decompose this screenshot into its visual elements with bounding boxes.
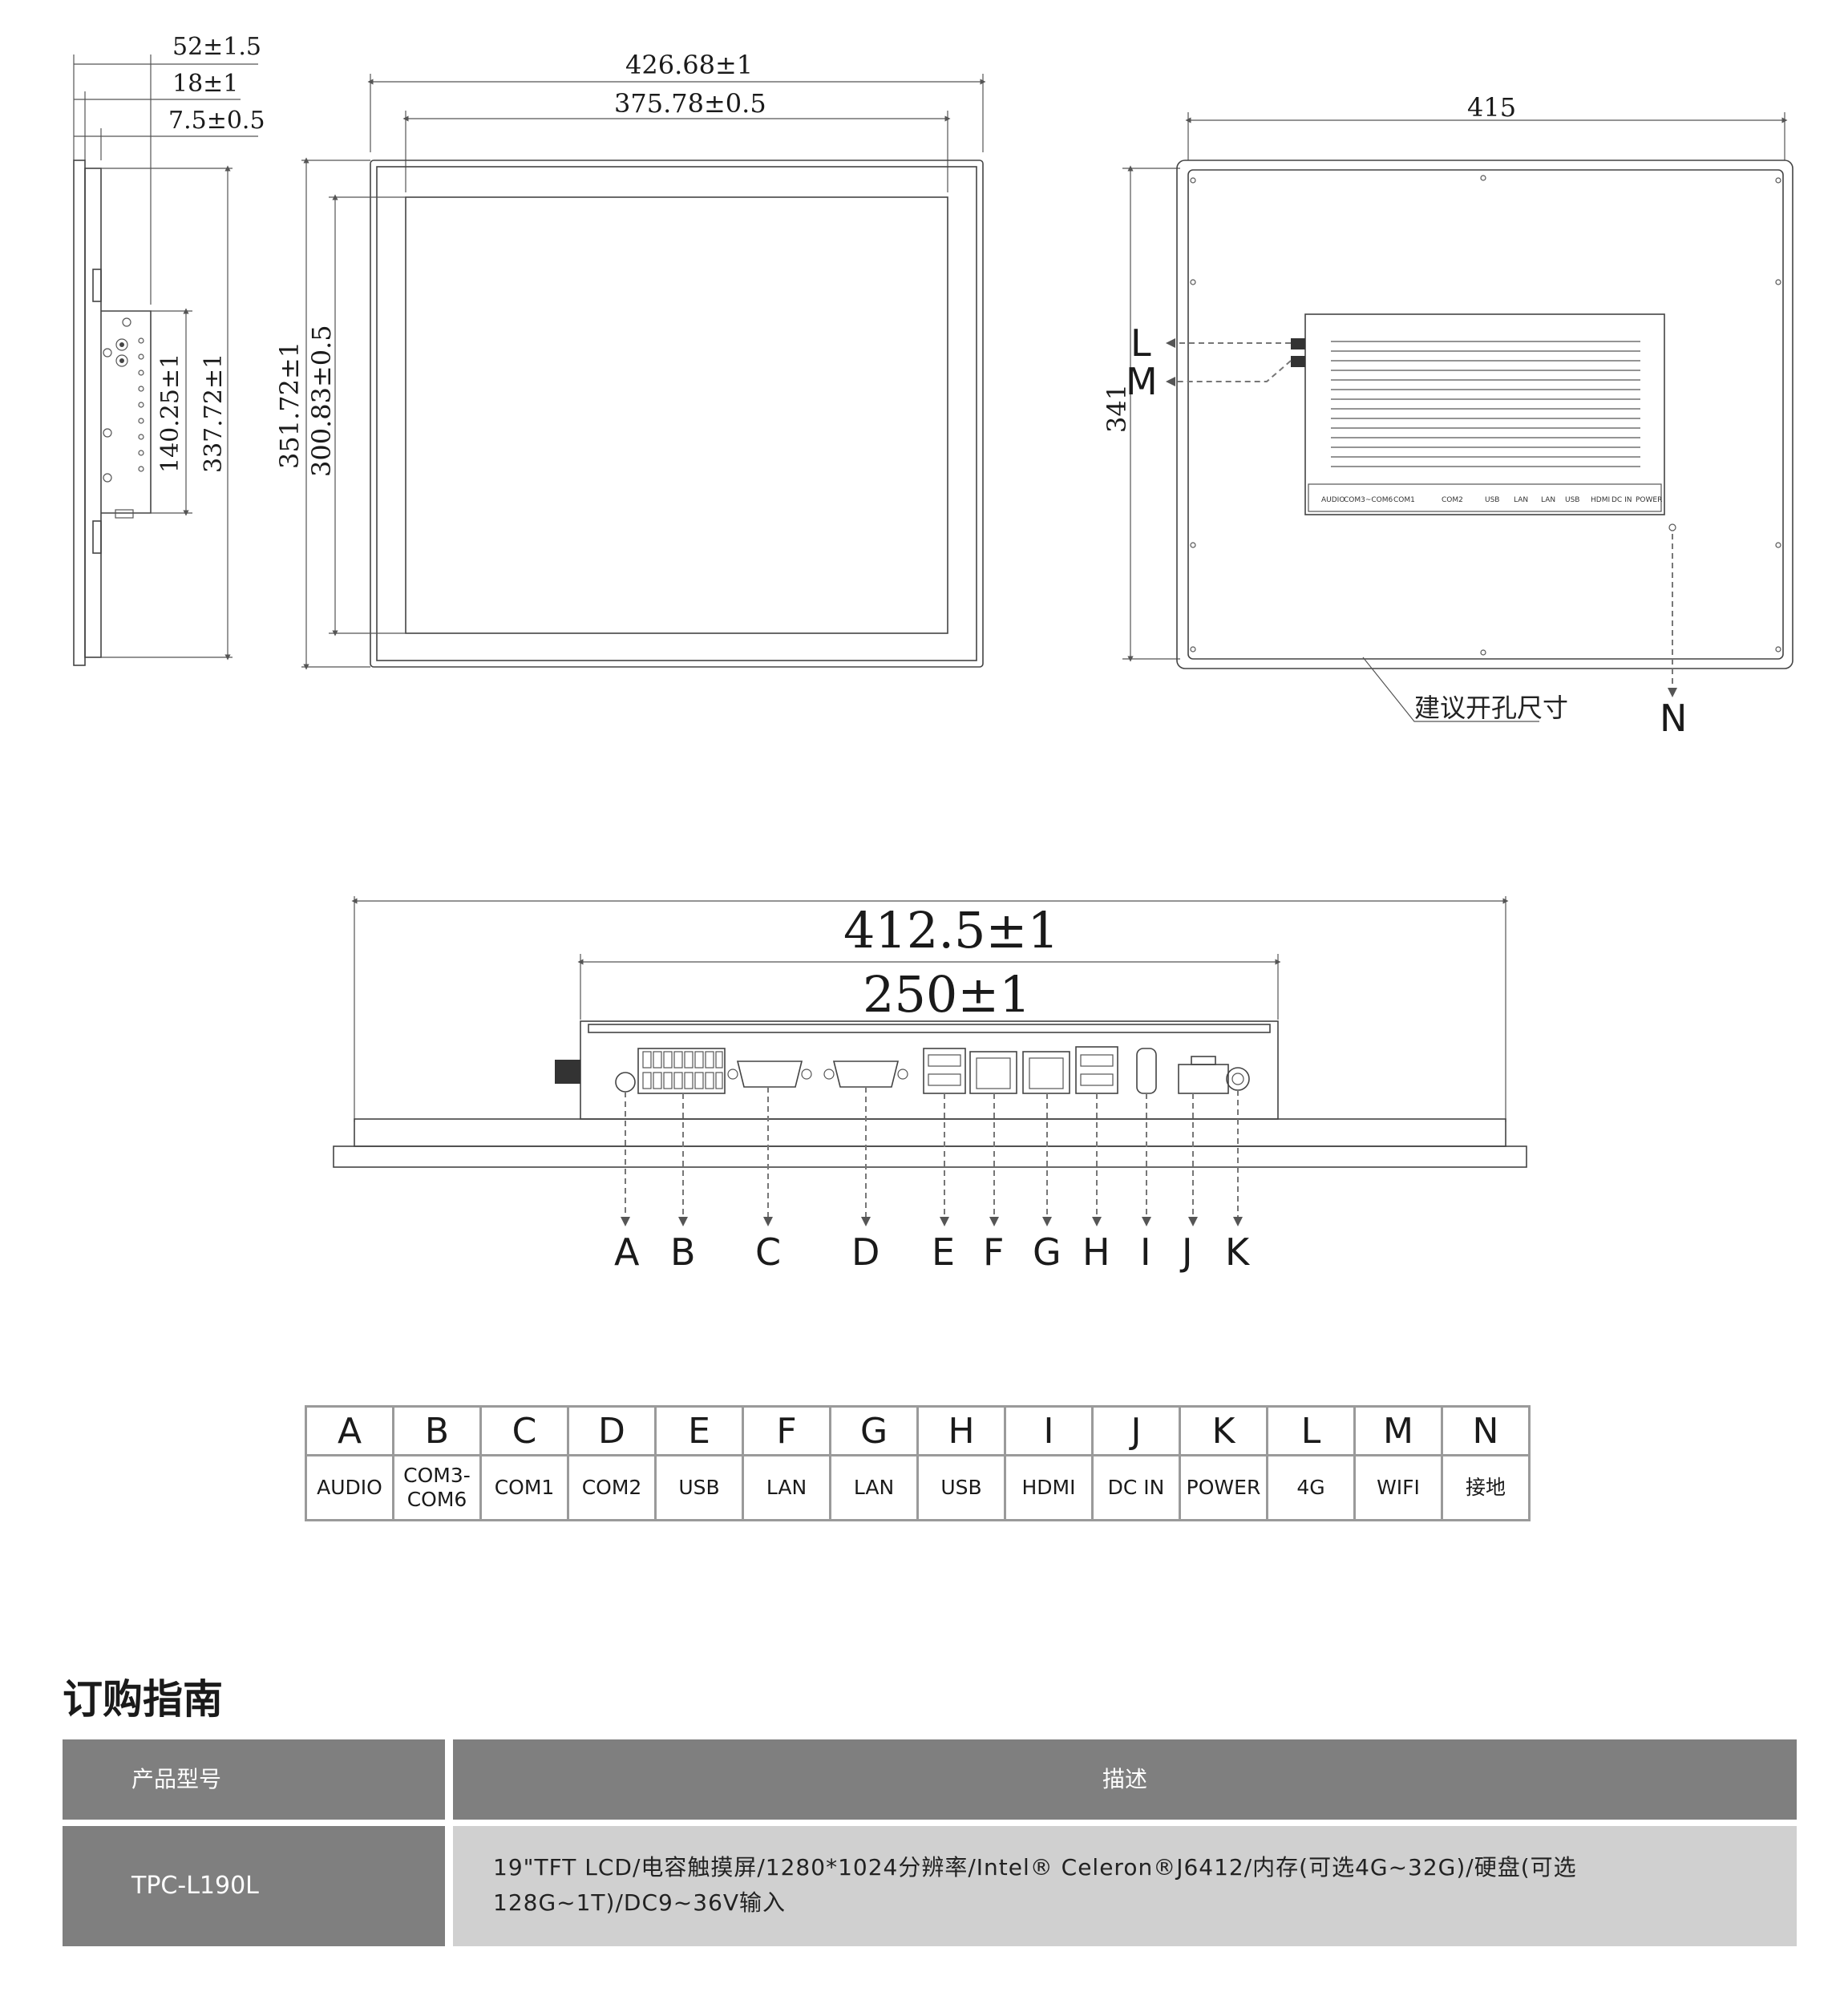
port-letter: J — [1091, 1405, 1181, 1456]
back-port-com1: COM1 — [1393, 496, 1415, 504]
dim-front-w-inner: 375.78±0.5 — [614, 88, 766, 119]
dim-side-mid: 18±1 — [172, 70, 238, 98]
port-letter: G — [829, 1405, 919, 1456]
back-port-lan1: LAN — [1514, 496, 1528, 504]
bottom-view: 412.5±1 250±1 — [333, 896, 1527, 1274]
port-name: COM3- COM6 — [392, 1454, 482, 1521]
callout-c: C — [755, 1230, 781, 1274]
port-name: AUDIO — [305, 1454, 394, 1521]
back-port-com2: COM2 — [1442, 496, 1463, 504]
dim-front-h-inner: 300.83±0.5 — [306, 325, 337, 477]
callout-e: E — [932, 1230, 955, 1274]
port-name: DC IN — [1091, 1454, 1181, 1521]
callout-n: N — [1660, 697, 1687, 740]
port-letter: N — [1441, 1405, 1531, 1456]
port-table-names: AUDIO COM3- COM6 COM1 COM2 USB LAN LAN U… — [305, 1454, 1531, 1521]
port-letter: I — [1004, 1405, 1094, 1456]
dim-back-h: 341 — [1102, 384, 1132, 433]
port-table: A B C D E F G H I J K L M N AUDIO COM3- … — [305, 1405, 1531, 1521]
back-port-usb2: USB — [1565, 496, 1579, 504]
port-name: LAN — [829, 1454, 919, 1521]
dim-bottom-w-outer: 412.5±1 — [843, 901, 1059, 960]
callout-k: K — [1225, 1230, 1251, 1274]
dim-side-front: 7.5±0.5 — [168, 107, 265, 135]
back-port-hdmi: HDMI — [1591, 496, 1610, 504]
port-letter: M — [1353, 1405, 1443, 1456]
port-letter: C — [479, 1405, 569, 1456]
port-name: 接地 — [1441, 1454, 1531, 1521]
dim-back-w: 415 — [1467, 92, 1516, 123]
back-port-dcin: DC IN — [1611, 496, 1632, 504]
dim-front-w-outer: 426.68±1 — [625, 50, 753, 80]
dim-side-depth: 52±1.5 — [172, 33, 261, 61]
port-letter: E — [654, 1405, 744, 1456]
port-name: COM2 — [567, 1454, 657, 1521]
port-name: POWER — [1179, 1454, 1268, 1521]
callout-f: F — [983, 1230, 1004, 1274]
header-model: 产品型号 — [63, 1739, 445, 1820]
dim-side-h2: 337.72±1 — [200, 354, 228, 473]
port-name: USB — [916, 1454, 1006, 1521]
port-letter: B — [392, 1405, 482, 1456]
dim-bottom-w-inner: 250±1 — [863, 965, 1031, 1024]
callout-letters: A B C D E F G H I J K — [614, 1230, 1251, 1274]
port-letter: K — [1179, 1405, 1268, 1456]
ordering-title: 订购指南 — [63, 1676, 223, 1723]
port-name: 4G — [1266, 1454, 1356, 1521]
port-letter: F — [742, 1405, 831, 1456]
port-letter: A — [305, 1405, 394, 1456]
port-letter: H — [916, 1405, 1006, 1456]
back-port-usb1: USB — [1485, 496, 1499, 504]
callout-h: H — [1082, 1230, 1110, 1274]
side-view: 52±1.5 18±1 7.5±0.5 140.25±1 337.72±1 — [73, 33, 265, 666]
model-description: 19"TFT LCD/电容触摸屏/1280*1024分辨率/Intel® Cel… — [453, 1826, 1797, 1946]
callout-b: B — [670, 1230, 696, 1274]
port-table-letters: A B C D E F G H I J K L M N — [305, 1405, 1531, 1456]
front-view: 426.68±1 375.78±0.5 351.72±1 300.83±0.5 — [274, 50, 986, 670]
back-port-lan2: LAN — [1541, 496, 1555, 504]
header-description: 描述 — [453, 1739, 1797, 1820]
port-name: COM1 — [479, 1454, 569, 1521]
port-name: USB — [654, 1454, 744, 1521]
callout-g: G — [1033, 1230, 1062, 1274]
back-port-labels: AUDIO COM3~COM6 COM1 COM2 USB LAN LAN US… — [1321, 496, 1662, 504]
callout-l: L — [1130, 321, 1151, 365]
technical-drawing: 52±1.5 18±1 7.5±0.5 140.25±1 337.72±1 — [73, 33, 1793, 1274]
callout-a: A — [614, 1230, 640, 1274]
port-letter: L — [1266, 1405, 1356, 1456]
port-letter: D — [567, 1405, 657, 1456]
back-port-audio: AUDIO — [1321, 496, 1345, 504]
callout-d: D — [851, 1230, 880, 1274]
cutout-note: 建议开孔尺寸 — [1414, 693, 1568, 723]
back-port-com3-com6: COM3~COM6 — [1344, 496, 1393, 504]
port-name: HDMI — [1004, 1454, 1094, 1521]
callout-m: M — [1126, 360, 1158, 403]
back-port-power: POWER — [1636, 496, 1662, 504]
callout-j: J — [1179, 1230, 1193, 1274]
back-view: 415 341 AUDIO COM3~COM6 — [1102, 92, 1793, 740]
model-number: TPC-L190L — [63, 1826, 445, 1946]
port-name: WIFI — [1353, 1454, 1443, 1521]
callout-i: I — [1140, 1230, 1151, 1274]
port-name: LAN — [742, 1454, 831, 1521]
dim-front-h-outer: 351.72±1 — [274, 341, 305, 469]
dim-side-h1: 140.25±1 — [156, 354, 184, 473]
